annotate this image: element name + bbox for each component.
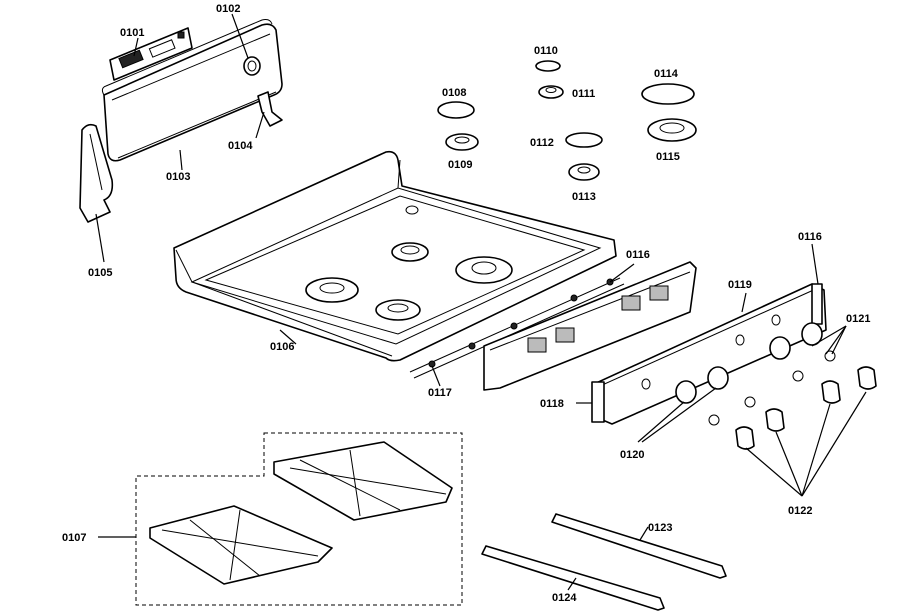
label-0111: 0111 <box>572 88 595 100</box>
head-0109 <box>445 133 479 151</box>
cap-0114 <box>641 83 695 105</box>
display-0101 <box>109 27 193 81</box>
label-0124: 0124 <box>552 592 577 604</box>
label-0120: 0120 <box>620 449 644 461</box>
backguard-0103 <box>101 19 283 162</box>
label-0107: 0107 <box>62 532 86 544</box>
head-0113 <box>568 163 600 181</box>
endcap-0105 <box>79 123 114 223</box>
label-0105: 0105 <box>88 267 112 279</box>
label-0117: 0117 <box>428 387 452 399</box>
label-0104: 0104 <box>228 140 253 152</box>
manifold-0116 <box>409 261 697 391</box>
label-0103: 0103 <box>166 171 190 183</box>
part-labels: 0101 0102 0103 0104 0105 0106 0107 0108 … <box>62 3 870 604</box>
bracket-0104 <box>257 91 283 127</box>
label-0101: 0101 <box>120 27 144 39</box>
label-0110: 0110 <box>534 45 558 57</box>
cap-0110 <box>535 60 561 72</box>
label-0119: 0119 <box>728 279 752 291</box>
head-0115 <box>647 118 697 142</box>
label-0102: 0102 <box>216 3 240 15</box>
control-panel-0119 <box>591 283 827 425</box>
label-0106: 0106 <box>270 341 294 353</box>
label-0121: 0121 <box>846 313 870 325</box>
cap-0112 <box>565 132 603 148</box>
knobs-0122 <box>708 350 877 450</box>
label-0118: 0118 <box>540 398 564 410</box>
label-0114: 0114 <box>654 68 679 80</box>
label-0116-bracket: 0116 <box>798 231 822 243</box>
label-0109: 0109 <box>448 159 472 171</box>
cap-0108 <box>437 101 475 119</box>
leader-lines <box>95 13 867 591</box>
label-0122: 0122 <box>788 505 812 517</box>
rails <box>481 513 727 611</box>
label-0108: 0108 <box>442 87 466 99</box>
burner-parts <box>437 60 697 181</box>
label-0115: 0115 <box>656 151 680 163</box>
label-0116-manifold: 0116 <box>626 249 650 261</box>
knob-0102 <box>243 56 261 76</box>
label-0112: 0112 <box>530 137 554 149</box>
label-0113: 0113 <box>572 191 596 203</box>
label-0123: 0123 <box>648 522 672 534</box>
grates-0107 <box>135 432 463 606</box>
cooktop-0106 <box>173 150 617 362</box>
